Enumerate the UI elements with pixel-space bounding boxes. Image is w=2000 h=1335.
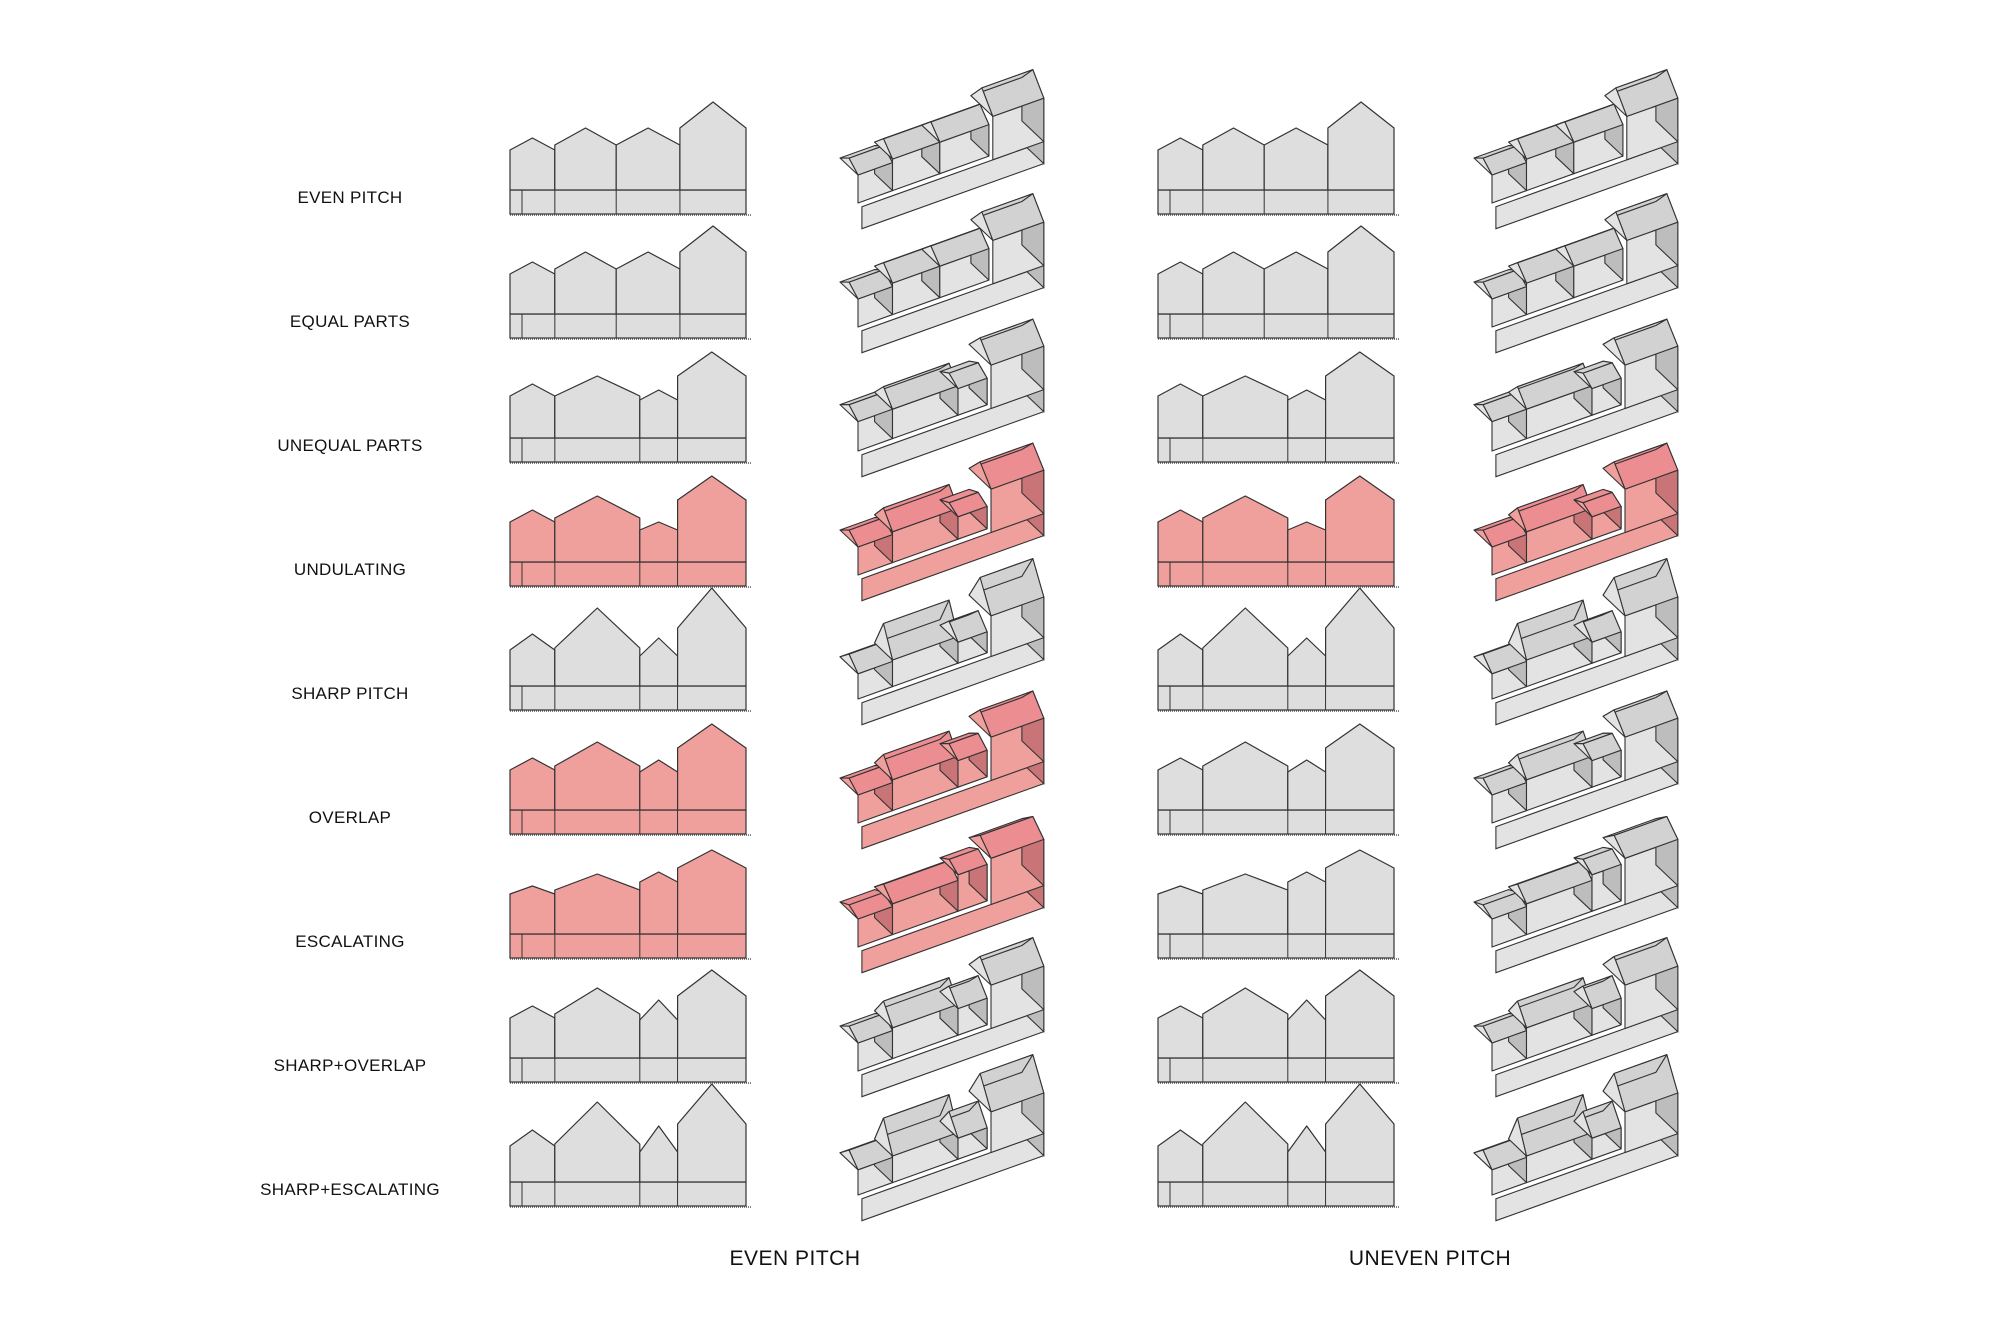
elevation-sharp-pitch-uneven [1157, 587, 1400, 712]
elevation-unequal-parts-even [509, 351, 752, 464]
elevation-undulating-even [509, 475, 752, 588]
axonometric-sharp-escalating-uneven [1473, 1054, 1679, 1222]
elevation-overlap-even [509, 723, 752, 836]
axonometric-even-pitch-even [839, 69, 1045, 230]
axonometric-overlap-uneven [1473, 690, 1679, 850]
axonometric-sharp-overlap-uneven [1473, 937, 1679, 1098]
elevation-sharp-pitch-even [509, 587, 752, 712]
row-label-unequal-parts: UNEQUAL PARTS [277, 436, 423, 455]
elevation-sharp-escalating-uneven [1157, 1083, 1400, 1208]
row-label-sharp-pitch: SHARP PITCH [291, 684, 409, 703]
axonometric-undulating-even [839, 442, 1045, 602]
axonometric-sharp-pitch-uneven [1473, 558, 1679, 726]
row-label-even-pitch: EVEN PITCH [297, 188, 403, 207]
axonometric-even-pitch-uneven [1473, 69, 1679, 230]
axonometric-unequal-parts-uneven [1473, 318, 1679, 478]
axonometric-undulating-uneven [1473, 442, 1679, 602]
row-label-sharp-overlap: SHARP+OVERLAP [273, 1056, 427, 1075]
axonometric-sharp-pitch-even [839, 558, 1045, 726]
row-label-equal-parts: EQUAL PARTS [289, 312, 411, 331]
elevation-sharp-escalating-even [509, 1083, 752, 1208]
elevation-sharp-overlap-even [509, 969, 752, 1084]
row-label-sharp-escalating: SHARP+ESCALATING [260, 1180, 440, 1199]
elevation-even-pitch-uneven [1157, 101, 1400, 216]
elevation-even-pitch-even [509, 101, 752, 216]
elevation-equal-parts-even [509, 225, 752, 340]
row-label-overlap: OVERLAP [308, 808, 392, 827]
elevation-unequal-parts-uneven [1157, 351, 1400, 464]
axonometric-sharp-overlap-even [839, 937, 1045, 1098]
column-label-even-pitch: EVEN PITCH [729, 1247, 861, 1270]
row-label-undulating: UNDULATING [293, 560, 407, 579]
elevation-equal-parts-uneven [1157, 225, 1400, 340]
row-label-escalating: ESCALATING [295, 932, 405, 951]
elevation-overlap-uneven [1157, 723, 1400, 836]
column-label-uneven-pitch: UNEVEN PITCH [1348, 1247, 1512, 1270]
axonometric-equal-parts-uneven [1473, 193, 1679, 354]
axonometric-escalating-even [839, 815, 1045, 974]
axonometric-unequal-parts-even [839, 318, 1045, 478]
elevation-escalating-even [509, 849, 752, 960]
axonometric-equal-parts-even [839, 193, 1045, 354]
axonometric-overlap-even [839, 690, 1045, 850]
elevation-undulating-uneven [1157, 475, 1400, 588]
axonometric-sharp-escalating-even [839, 1054, 1045, 1222]
elevation-sharp-overlap-uneven [1157, 969, 1400, 1084]
axonometric-escalating-uneven [1473, 815, 1679, 974]
elevation-escalating-uneven [1157, 849, 1400, 960]
